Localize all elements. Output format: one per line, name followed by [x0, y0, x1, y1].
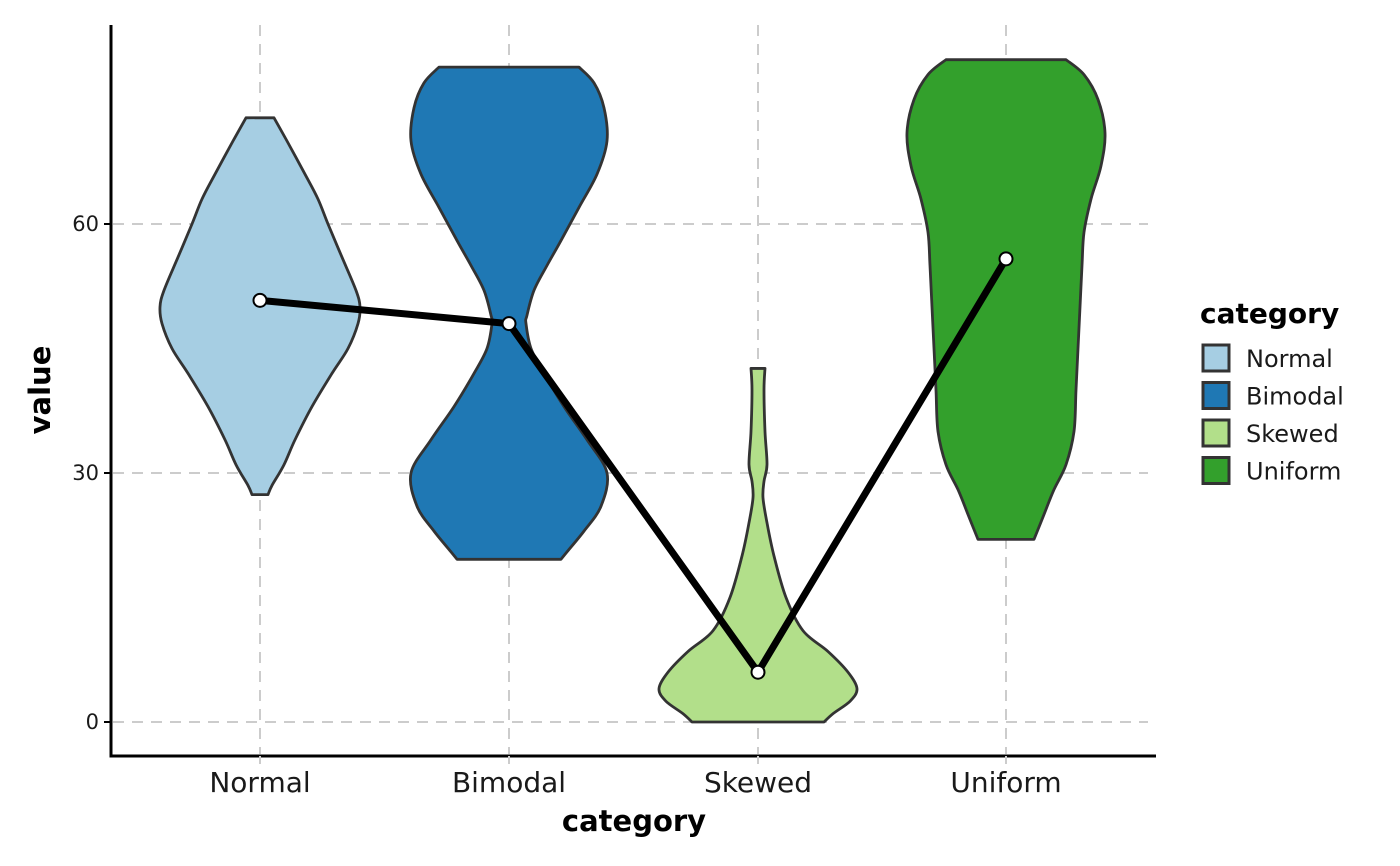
mean-overlay	[252, 251, 1014, 680]
legend-label-bimodal: Bimodal	[1246, 383, 1344, 411]
x-tick-label-uniform: Uniform	[950, 766, 1061, 799]
mean-point-bimodal	[501, 316, 517, 332]
x-ticks: Normal Bimodal Skewed Uniform	[209, 756, 1062, 799]
violin-uniform	[905, 58, 1107, 541]
x-tick-label-normal: Normal	[209, 766, 310, 799]
mean-point-skewed	[750, 664, 766, 680]
mean-line	[256, 255, 1010, 676]
y-tick-label: 60	[72, 212, 99, 236]
legend-key-normal	[1201, 343, 1231, 373]
legend-key-uniform	[1201, 456, 1231, 485]
legend-label-normal: Normal	[1246, 345, 1333, 373]
mean-point-uniform	[998, 251, 1014, 267]
legend-key-skewed	[1201, 418, 1231, 448]
x-tick-label-bimodal: Bimodal	[452, 766, 566, 799]
y-tick-label: 30	[72, 461, 99, 485]
y-ticks: 0 30 60	[72, 212, 111, 734]
mean-point-normal	[252, 292, 268, 308]
violin-bimodal	[409, 65, 609, 561]
legend-label-skewed: Skewed	[1246, 420, 1339, 448]
legend-label-uniform: Uniform	[1246, 458, 1341, 486]
legend-key-bimodal	[1201, 381, 1231, 410]
violins	[158, 58, 1107, 724]
violin-skewed	[657, 367, 859, 724]
y-axis-title: value	[23, 346, 57, 435]
x-tick-label-skewed: Skewed	[704, 766, 812, 799]
legend-title: category	[1200, 297, 1339, 330]
x-axis-title: category	[562, 804, 706, 838]
y-tick-label: 0	[86, 710, 99, 734]
axes	[109, 25, 1156, 758]
